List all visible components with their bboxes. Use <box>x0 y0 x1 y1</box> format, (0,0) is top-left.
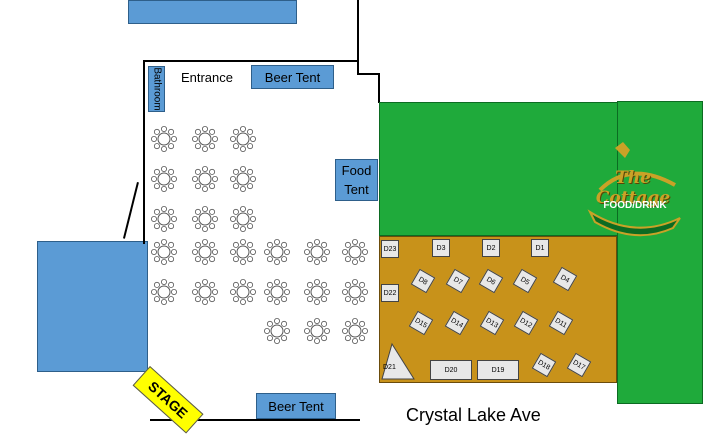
round-table <box>150 126 177 152</box>
round-table <box>229 238 256 265</box>
food-tent-label-1: Food <box>341 163 372 178</box>
round-table <box>150 205 177 232</box>
booth-D22: D22 <box>381 284 399 302</box>
round-table <box>341 238 368 265</box>
wall-right-vertical <box>378 73 380 103</box>
booth-D2: D2 <box>482 239 500 257</box>
round-table <box>229 126 256 152</box>
round-table <box>150 238 177 265</box>
vendor-area <box>379 236 617 383</box>
round-table <box>229 278 256 305</box>
booth-D21: D21 <box>380 342 416 380</box>
round-table <box>263 238 290 265</box>
round-table <box>341 317 368 344</box>
food-tent: Food Tent <box>335 159 378 201</box>
round-table <box>150 165 177 192</box>
beer-tent-top: Beer Tent <box>251 65 334 89</box>
round-table <box>303 278 330 305</box>
wall-top-left <box>143 60 358 62</box>
wall-right-vertical-top <box>357 0 359 74</box>
round-table <box>191 278 218 305</box>
round-table <box>341 278 368 305</box>
round-table <box>303 238 330 265</box>
logo-tagline: FOOD/DRINK <box>603 200 667 211</box>
round-table <box>191 165 218 192</box>
logo-title: The Cottage <box>595 168 671 208</box>
green-area-main <box>379 102 620 236</box>
wall-right-horizontal <box>357 73 380 75</box>
cottage-logo: The Cottage FOOD/DRINK <box>575 140 685 238</box>
round-table <box>191 238 218 265</box>
left-blue-area <box>37 241 148 372</box>
booth-D21-label: D21 <box>383 364 396 371</box>
round-table <box>263 317 290 344</box>
booth-D20: D20 <box>430 360 472 380</box>
booth-D1: D1 <box>531 239 549 257</box>
round-table <box>191 205 218 232</box>
round-table <box>150 278 177 305</box>
wall-left-upper <box>143 60 145 244</box>
cottage-logo-graphic <box>587 142 684 237</box>
booth-D21-shape <box>381 342 415 380</box>
green-area-right <box>617 101 703 404</box>
food-tent-label-2: Tent <box>344 182 369 197</box>
booth-D19: D19 <box>477 360 519 380</box>
round-table <box>303 317 330 344</box>
entrance-label: Entrance <box>180 69 234 85</box>
booth-D23: D23 <box>381 240 399 258</box>
booth-D3: D3 <box>432 239 450 257</box>
bathroom: Bathroom <box>148 66 165 112</box>
round-table <box>263 278 290 305</box>
round-table <box>229 205 256 232</box>
round-table <box>191 126 218 152</box>
beer-tent-bottom: Beer Tent <box>256 393 336 419</box>
street-label: Crystal Lake Ave <box>406 405 541 425</box>
round-table <box>229 165 256 192</box>
wall-bottom <box>150 419 360 421</box>
top-blue-area <box>128 0 297 24</box>
